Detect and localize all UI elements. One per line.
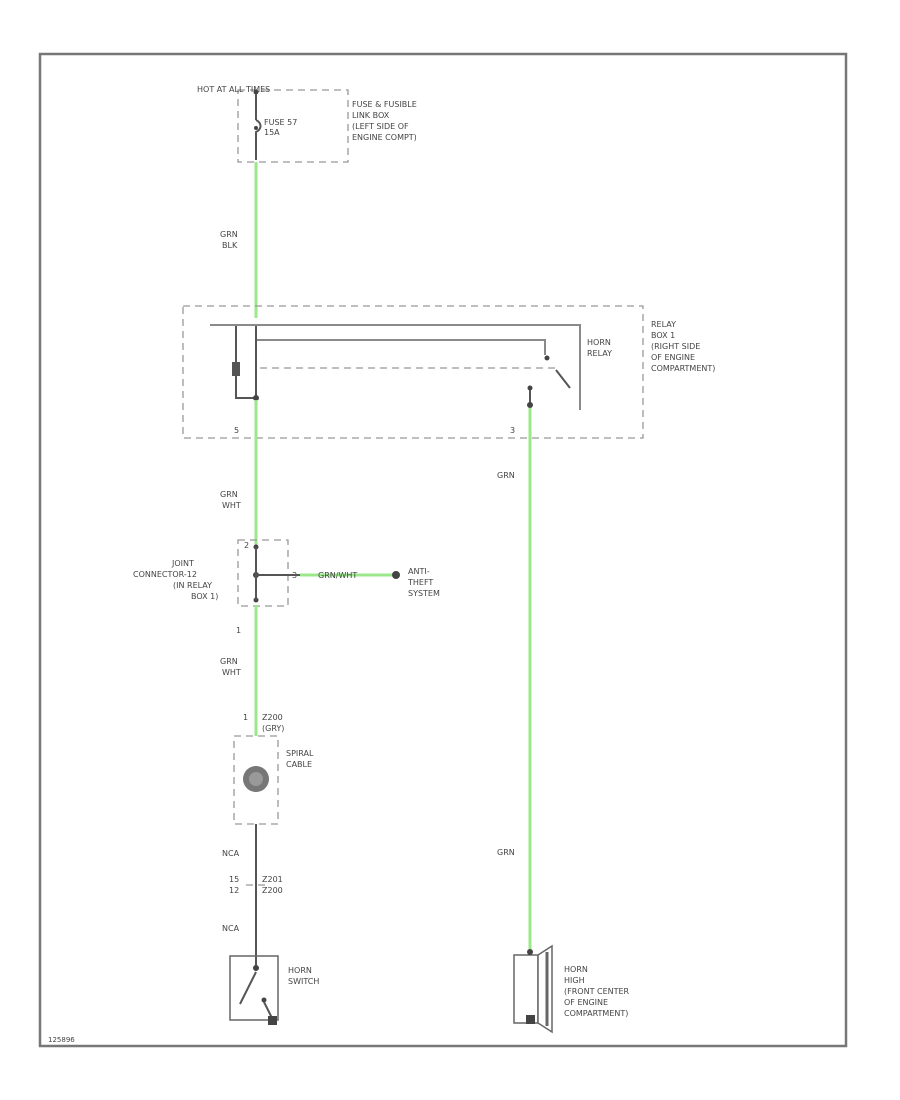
relay-box-loc-3: (RIGHT SIDE [651, 342, 700, 351]
joint-connector-outline [237, 539, 289, 607]
spiral-label-2: CABLE [286, 760, 312, 769]
horn-label-5: COMPARTMENT) [564, 1009, 628, 1018]
horn-switch-top-terminal [253, 965, 259, 971]
fuse-box-loc-4: ENGINE COMPT) [352, 133, 417, 142]
joint-connector: 2 3 1 JOINT CONNECTOR-12 (IN RELAY BOX 1… [133, 539, 297, 635]
wire2-color1: GRN [220, 490, 238, 499]
joint-label-4: BOX 1) [191, 592, 218, 601]
fuse-element [255, 94, 262, 160]
wire3-color2: WHT [222, 668, 241, 677]
fuse-box-loc-3: (LEFT SIDE OF [352, 122, 409, 131]
relay-switch-feed [256, 339, 546, 355]
fuse-box: HOT AT ALL TIMES FUSE 57 15A FUSE & FUSI… [197, 85, 417, 163]
relay-contact-top [544, 355, 550, 361]
fuse-box-loc-1: FUSE & FUSIBLE [352, 100, 417, 109]
relay-pin-left: 5 [234, 426, 239, 435]
horn-terminal [527, 949, 533, 955]
relay-box-loc-5: COMPARTMENT) [651, 364, 715, 373]
relay-out-terminal [527, 402, 533, 408]
horn: HORN HIGH (FRONT CENTER OF ENGINE COMPAR… [513, 944, 630, 1034]
wire3-color1: GRN [220, 657, 238, 666]
fuse-box-outline [237, 89, 349, 163]
horn-switch: HORN SWITCH [229, 955, 319, 1025]
horn-bell [537, 944, 553, 1034]
fuse-rating: 15A [264, 128, 280, 137]
relay-contact-dot [527, 385, 533, 391]
relay-coil-terminal [253, 395, 259, 401]
fuse-mid-dot [254, 126, 258, 130]
horn-switch-ground [268, 1016, 277, 1025]
relay-box-loc-1: RELAY [651, 320, 676, 329]
conn2-pin-2: 12 [229, 886, 239, 895]
wire4-color: GRN [497, 471, 515, 480]
wire1-color2: BLK [222, 241, 238, 250]
fuse-number: FUSE 57 [264, 118, 297, 127]
horn-label-4: OF ENGINE [564, 998, 608, 1007]
wire1-color1: GRN [220, 230, 238, 239]
horn-body [513, 954, 539, 1024]
anti-theft-label-1: ANTI- [408, 567, 430, 576]
relay-box-loc-4: OF ENGINE [651, 353, 695, 362]
horn-switch-label-1: HORN [288, 966, 312, 975]
horn-switch-lead [263, 1001, 273, 1019]
anti-theft-label-3: SYSTEM [408, 589, 440, 598]
spiral-cable-outline [233, 735, 279, 825]
anti-theft-terminal [392, 571, 400, 579]
relay-switch-arm [555, 369, 571, 389]
wire7-color: NCA [222, 924, 240, 933]
conn2-pin-1: 15 [229, 875, 239, 884]
relay-bus [210, 324, 581, 410]
horn-switch-body [229, 955, 279, 1021]
relay-box: HORN RELAY RELAY BOX 1 (RIGHT SIDE OF EN… [182, 305, 715, 439]
anti-theft-label-2: THEFT [407, 578, 433, 587]
spiral-cable: 1 Z200 (GRY) SPIRAL CABLE [233, 713, 314, 825]
relay-pin-right: 3 [510, 426, 515, 435]
horn-ground [526, 1015, 535, 1024]
hot-at-all-times-label: HOT AT ALL TIMES [197, 85, 270, 94]
joint-label-2: CONNECTOR-12 [133, 570, 197, 579]
wire6-color: NCA [222, 849, 240, 858]
horn-relay-label-1: HORN [587, 338, 611, 347]
joint-pin-bottom: 1 [236, 626, 241, 635]
horn-label-2: HIGH [564, 976, 585, 985]
fuse-box-loc-2: LINK BOX [352, 111, 390, 120]
wire5-color: GRN [497, 848, 515, 857]
horn-label-1: HORN [564, 965, 588, 974]
conn2-name-1: Z201 [262, 875, 283, 884]
spiral-coil-inner [249, 772, 263, 786]
horn-switch-arm [239, 971, 257, 1005]
relay-coil [232, 362, 240, 376]
relay-box-outline [182, 305, 644, 439]
horn-relay-label-2: RELAY [587, 349, 612, 358]
diagram-frame [38, 52, 848, 1048]
spiral-pin: 1 [243, 713, 248, 722]
spiral-label-1: SPIRAL [286, 749, 314, 758]
diagram-id: 125896 [48, 1036, 75, 1044]
horn-switch-contact [261, 997, 267, 1003]
horn-switch-label-2: SWITCH [288, 977, 319, 986]
wire2-color2: WHT [222, 501, 241, 510]
branch-wire-color: GRN/WHT [318, 571, 357, 580]
relay-box-loc-2: BOX 1 [651, 331, 675, 340]
fuse-top-terminal [253, 89, 259, 95]
spiral-connector-2: (GRY) [262, 724, 284, 733]
joint-pin-top: 2 [244, 541, 249, 550]
joint-label-3: (IN RELAY [173, 581, 212, 590]
horn-label-3: (FRONT CENTER [564, 987, 630, 996]
spiral-connector-1: Z200 [262, 713, 283, 722]
conn2-name-2: Z200 [262, 886, 283, 895]
joint-label-1: JOINT [171, 559, 194, 568]
